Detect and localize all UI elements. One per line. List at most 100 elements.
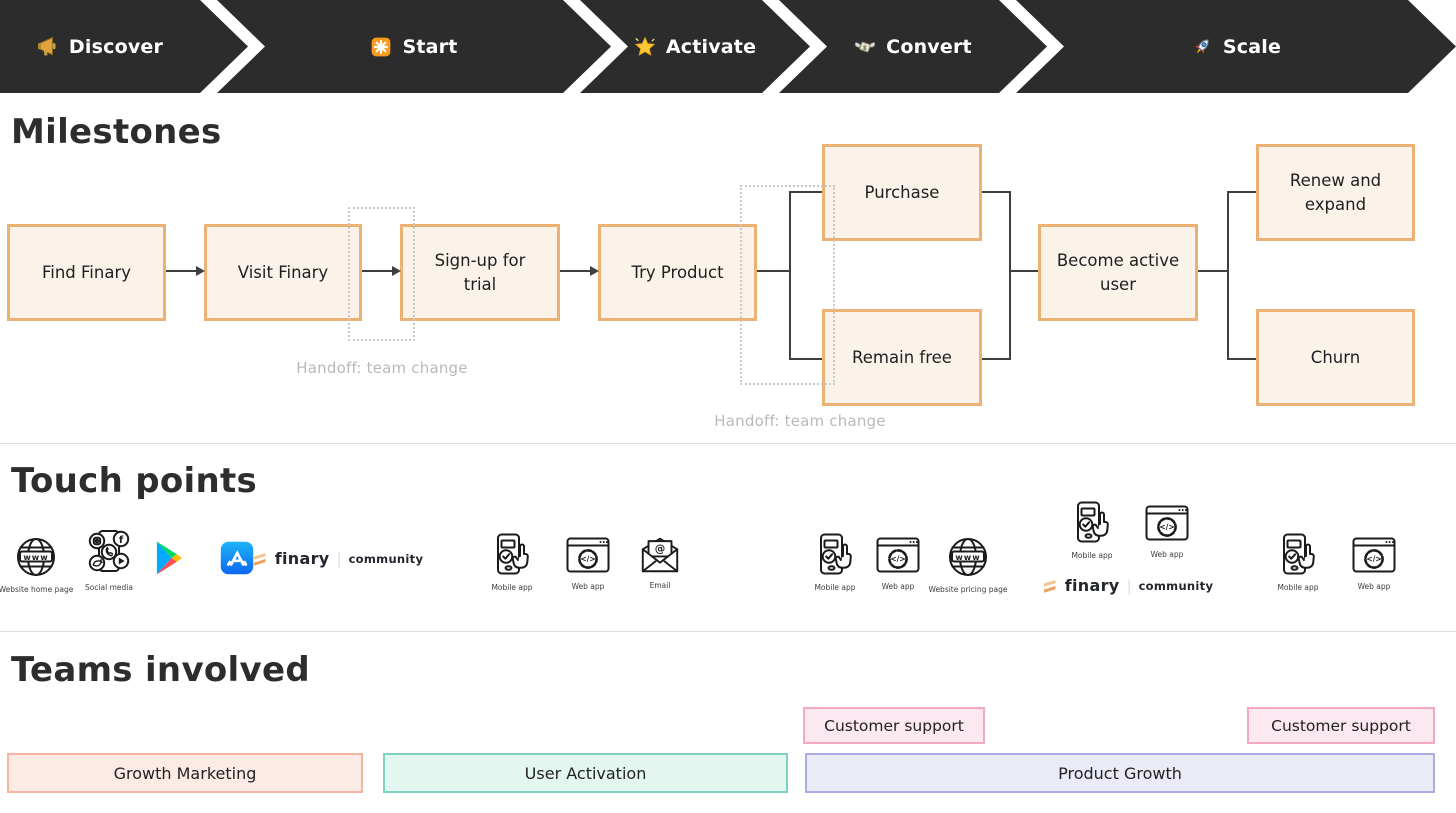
touchpoint-app-store[interactable] (219, 541, 255, 575)
touchpoint-finary-community[interactable]: finary | community (253, 549, 423, 568)
svg-text:f: f (119, 535, 124, 546)
web-app-icon: </> (1145, 505, 1189, 541)
connector-line (1198, 270, 1229, 272)
connector-line (1229, 191, 1256, 193)
milestone-signup-trial[interactable]: Sign-up for trial (400, 224, 560, 321)
app-store-icon (220, 541, 254, 575)
stage-convert[interactable]: $ Convert (779, 0, 1047, 93)
web-app-icon: </> (1352, 537, 1396, 573)
milestone-label: Try Product (631, 262, 724, 282)
web-app-icon: </> (566, 537, 610, 573)
finary-brand-text: finary (1064, 576, 1120, 595)
team-label: User Activation (524, 763, 647, 783)
money-with-wings-icon: $ (854, 36, 876, 58)
touchpoint-caption: Website pricing page (928, 585, 1008, 594)
touchpoint-mobile-app[interactable]: Mobile app (1047, 500, 1137, 560)
svg-text:www: www (23, 553, 48, 562)
rocket-icon (1191, 36, 1213, 58)
milestone-label: Sign-up for trial (434, 251, 526, 294)
team-product-growth[interactable]: Product Growth (805, 753, 1435, 793)
touchpoint-caption: Website home page (0, 585, 74, 594)
touchpoint-social-media[interactable]: f Social media (64, 528, 154, 592)
connector-line (1227, 191, 1229, 360)
social-media-icon: f (88, 530, 130, 572)
touchpoint-google-play[interactable] (149, 539, 189, 577)
touchpoint-caption: Web app (881, 582, 915, 591)
milestone-churn[interactable]: Churn (1256, 309, 1415, 406)
connector-line (789, 191, 791, 360)
connector-line (791, 358, 822, 360)
finary-logo-icon (253, 552, 266, 566)
svg-text:</>: </> (580, 555, 595, 564)
svg-text:$: $ (861, 43, 868, 52)
team-label: Customer support (824, 716, 964, 735)
touchpoint-web-app[interactable]: </> Web app (1329, 535, 1419, 591)
team-customer-support-1[interactable]: Customer support (803, 707, 985, 744)
touchpoint-web-app[interactable]: </> Web app (1122, 503, 1212, 559)
finary-brand-text: finary (274, 549, 330, 568)
stage-scale[interactable]: Scale (1016, 0, 1456, 93)
stage-label: Activate (665, 35, 757, 58)
stage-label: Start (402, 35, 458, 58)
svg-text:www: www (955, 553, 980, 562)
milestones-heading: Milestones (11, 112, 222, 152)
milestone-label: Become active user (1056, 251, 1180, 294)
handoff-zone-1 (348, 207, 415, 341)
mobile-app-icon (1283, 533, 1315, 575)
team-customer-support-2[interactable]: Customer support (1247, 707, 1435, 744)
milestone-purchase[interactable]: Purchase (822, 144, 982, 241)
web-app-icon: </> (876, 537, 920, 573)
section-divider (0, 631, 1456, 632)
touchpoint-mobile-app[interactable]: Mobile app (790, 532, 880, 592)
touchpoint-caption: Mobile app (1071, 551, 1113, 560)
touchpoint-mobile-app[interactable]: Mobile app (1253, 532, 1343, 592)
mobile-app-icon (497, 533, 529, 575)
milestone-renew-expand[interactable]: Renew and expand (1256, 144, 1415, 241)
milestone-label: Renew and expand (1289, 171, 1382, 214)
email-icon: @ (641, 537, 679, 573)
touchpoint-caption: Mobile app (1277, 583, 1319, 592)
handoff-label-2: Handoff: team change (714, 412, 886, 430)
globe-www-icon: www (949, 538, 987, 576)
milestone-find-finary[interactable]: Find Finary (7, 224, 166, 321)
milestone-label: Churn (1310, 347, 1361, 367)
milestone-label: Visit Finary (237, 262, 329, 282)
finary-logo-icon (1043, 579, 1056, 593)
touchpoint-web-app[interactable]: </> Web app (853, 535, 943, 591)
milestone-become-active-user[interactable]: Become active user (1038, 224, 1198, 321)
touchpoint-caption: Web app (571, 582, 605, 591)
milestone-visit-finary[interactable]: Visit Finary (204, 224, 362, 321)
stage-label: Discover (68, 35, 164, 58)
connector-arrow (166, 265, 205, 276)
spark-icon (370, 36, 392, 58)
touchpoint-web-app[interactable]: </> Web app (543, 535, 633, 591)
google-play-icon (156, 541, 182, 575)
connector-line (791, 191, 822, 193)
stage-discover[interactable]: Discover (0, 0, 248, 93)
touch-points-heading: Touch points (11, 461, 258, 501)
team-growth-marketing[interactable]: Growth Marketing (7, 753, 363, 793)
section-divider (0, 443, 1456, 444)
team-user-activation[interactable]: User Activation (383, 753, 788, 793)
milestone-remain-free[interactable]: Remain free (822, 309, 982, 406)
svg-text:</>: </> (890, 555, 905, 564)
milestone-try-product[interactable]: Try Product (598, 224, 757, 321)
finary-community-text: community (1138, 578, 1214, 593)
touchpoint-website-pricing[interactable]: www Website pricing page (923, 534, 1013, 594)
touchpoint-email[interactable]: @ Email (615, 534, 705, 590)
handoff-label-1: Handoff: team change (296, 359, 468, 377)
team-label: Customer support (1271, 716, 1411, 735)
touchpoint-website-home[interactable]: www Website home page (0, 534, 81, 594)
touchpoint-mobile-app[interactable]: Mobile app (467, 532, 557, 592)
megaphone-icon (37, 36, 59, 58)
connector-line (757, 270, 791, 272)
stage-activate[interactable]: Activate (580, 0, 810, 93)
touchpoint-finary-community[interactable]: finary | community (1043, 576, 1213, 595)
stage-start[interactable]: Start (217, 0, 611, 93)
touchpoint-caption: Social media (85, 583, 133, 592)
svg-text:@: @ (655, 543, 666, 555)
connector-arrow (362, 265, 401, 276)
svg-text:</>: </> (1159, 523, 1174, 532)
connector-line (982, 191, 1011, 193)
